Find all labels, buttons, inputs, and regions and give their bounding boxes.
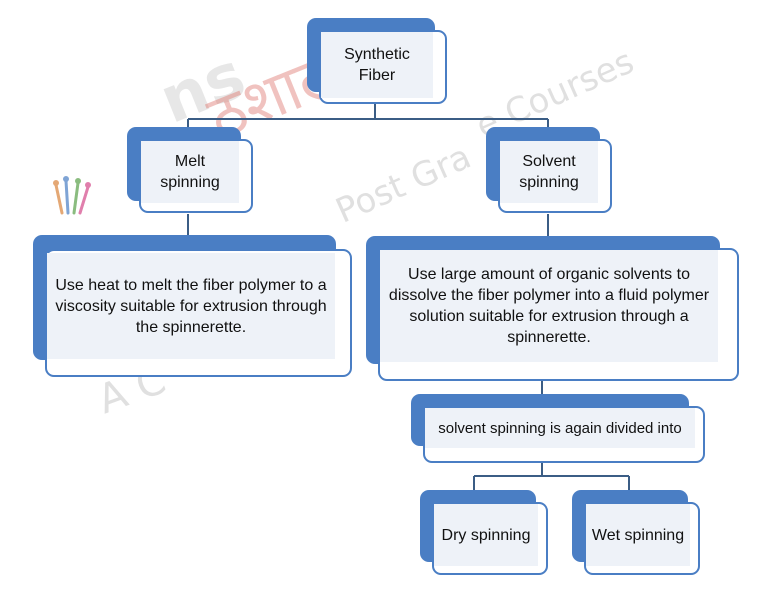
node-wet-spinning-label: Wet spinning — [586, 504, 690, 566]
node-melt-description: Use heat to melt the fiber polymer to a … — [33, 235, 352, 377]
node-dry-spinning-label: Dry spinning — [434, 504, 538, 566]
node-synthetic-fiber: Synthetic Fiber — [307, 18, 447, 104]
node-synthetic-fiber-label: Synthetic Fiber — [321, 32, 433, 98]
node-divided-into: solvent spinning is again divided into — [411, 394, 705, 463]
node-solvent-description: Use large amount of organic solvents to … — [366, 236, 739, 381]
node-melt-spinning: Melt spinning — [127, 127, 253, 213]
node-wet-spinning: Wet spinning — [572, 490, 700, 575]
node-solvent-spinning-label: Solvent spinning — [500, 141, 598, 203]
node-melt-spinning-label: Melt spinning — [141, 141, 239, 203]
node-melt-description-text: Use heat to melt the fiber polymer to a … — [47, 253, 335, 359]
node-solvent-description-text: Use large amount of organic solvents to … — [380, 250, 718, 362]
node-solvent-spinning: Solvent spinning — [486, 127, 612, 213]
node-dry-spinning: Dry spinning — [420, 490, 548, 575]
node-divided-into-label: solvent spinning is again divided into — [425, 408, 695, 448]
